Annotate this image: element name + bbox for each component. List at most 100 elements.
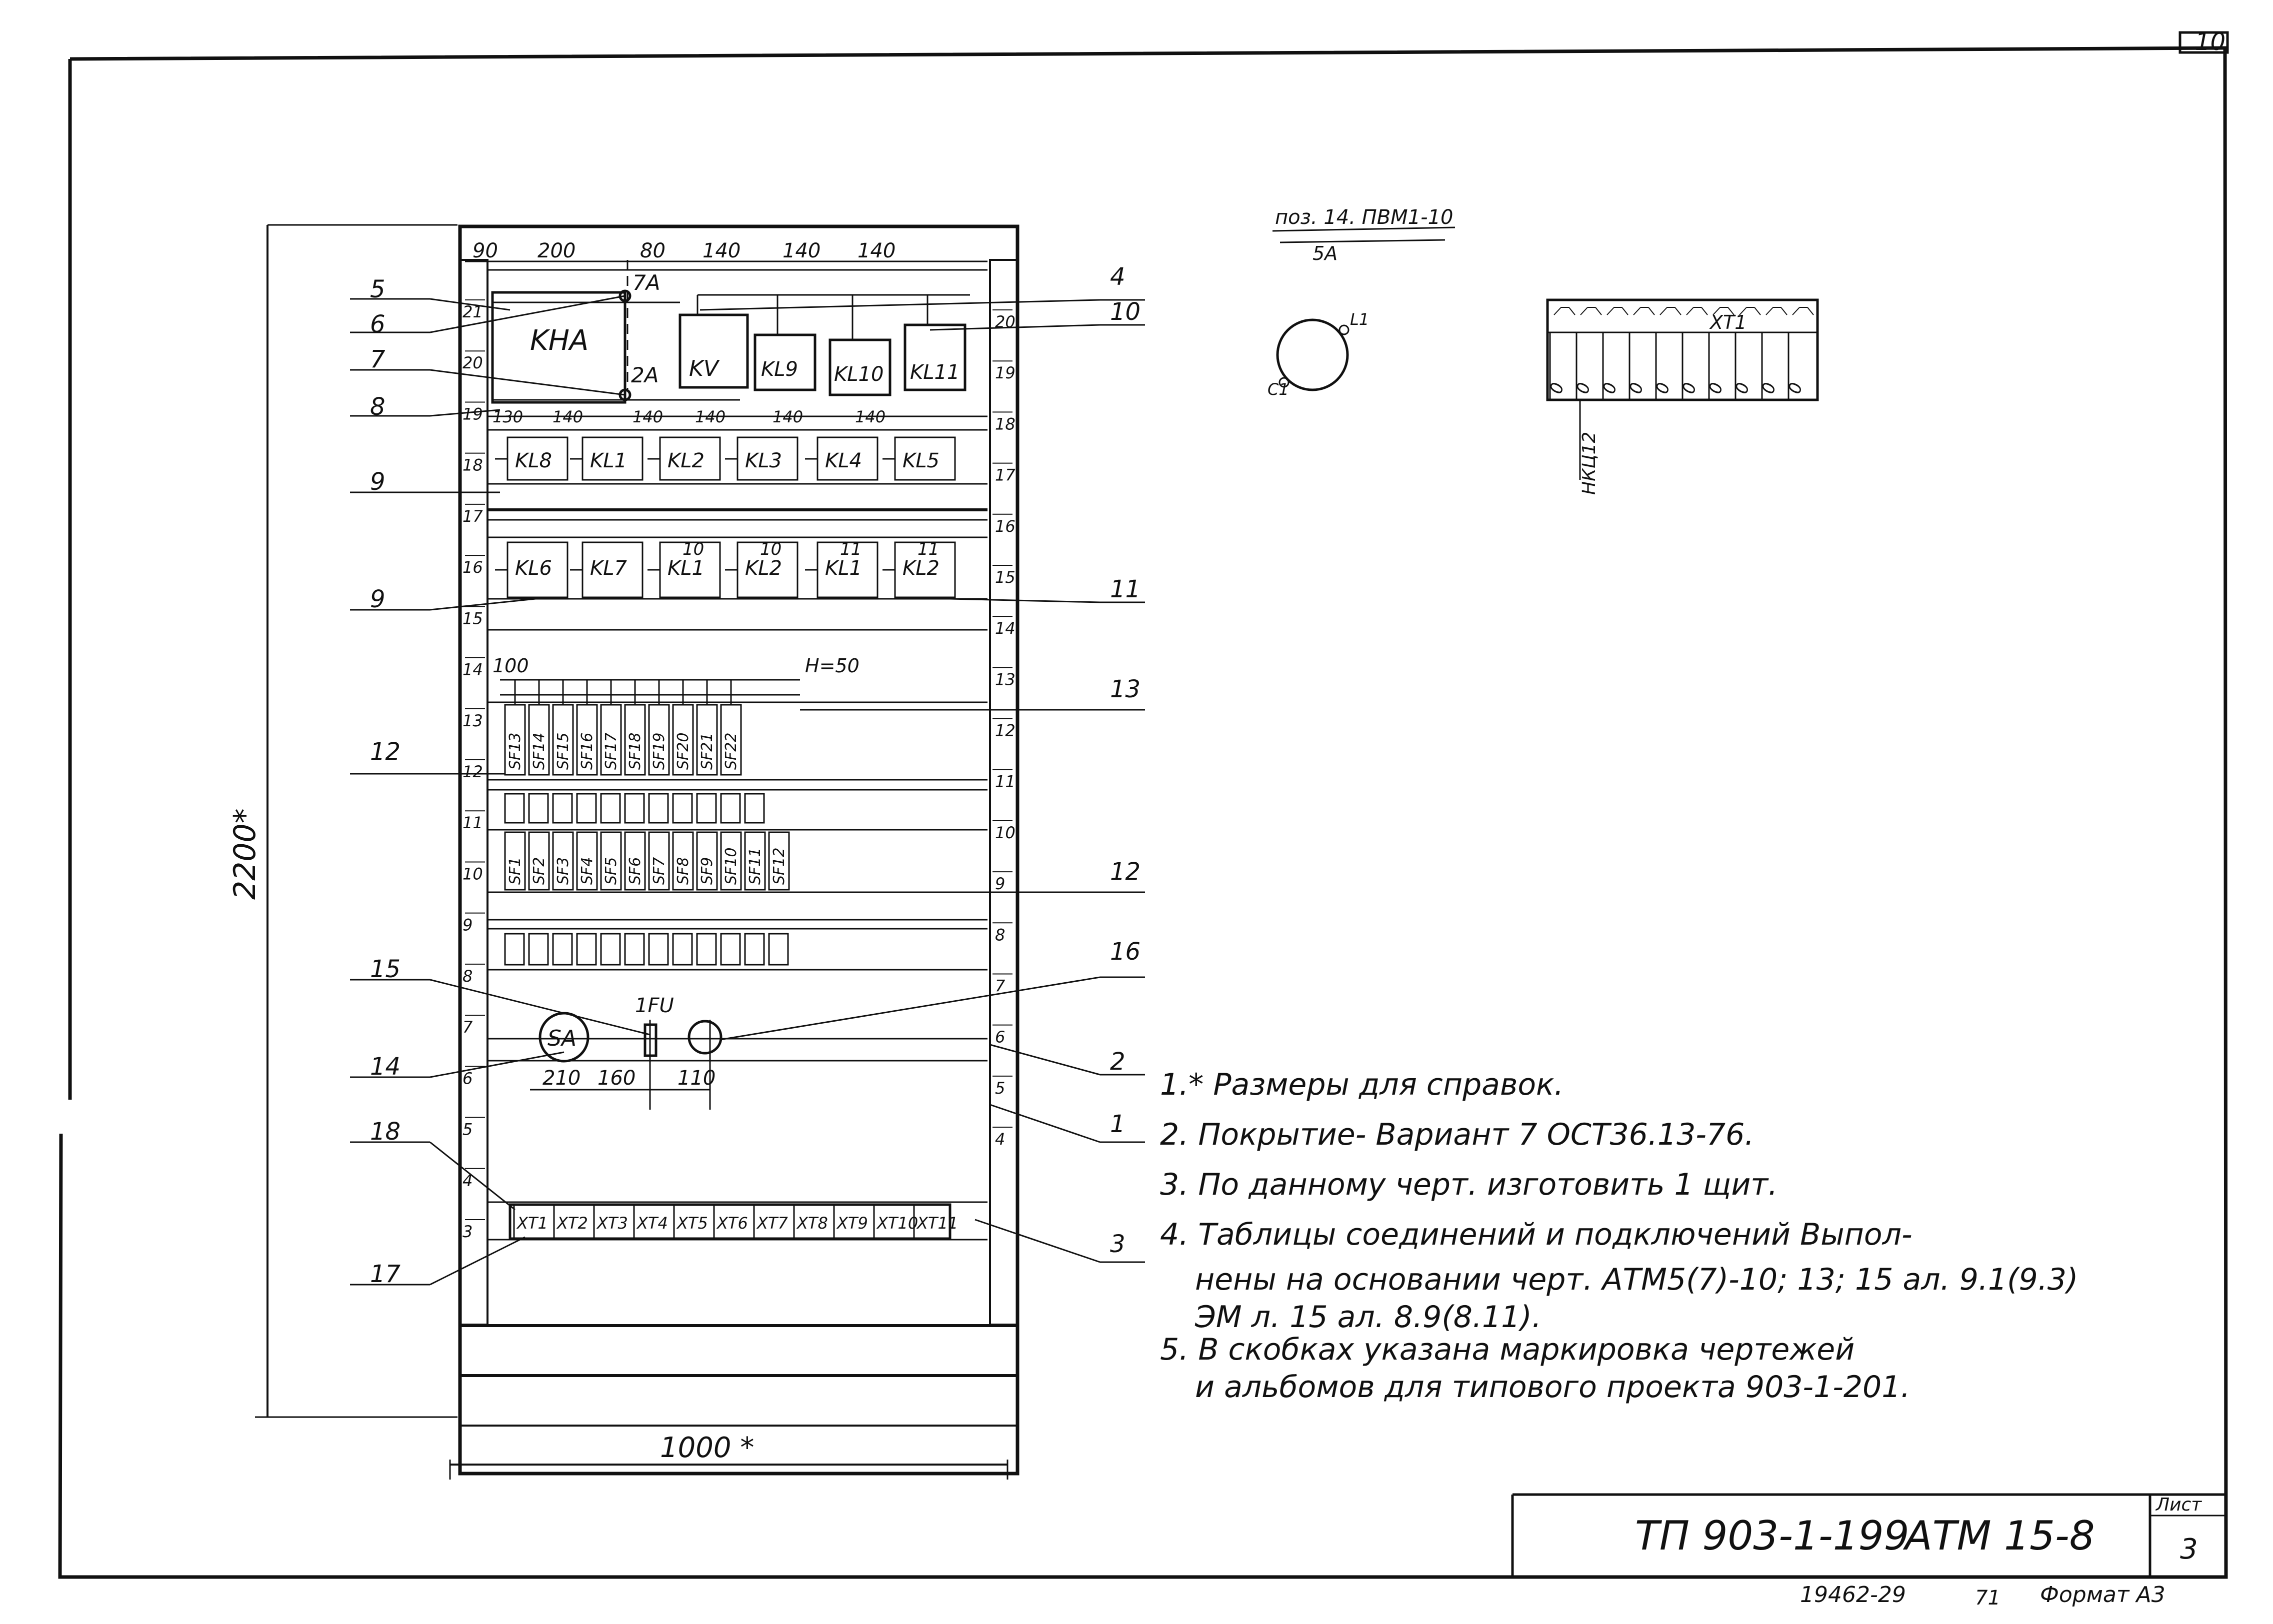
sf-dim-left: 100 [492, 655, 529, 677]
left-rail-number: 16 [462, 558, 483, 577]
terminal-label: XT1 [516, 1214, 548, 1233]
relay-kv-box [678, 313, 749, 389]
right-rail-number: 16 [995, 517, 1016, 536]
breaker-label-row2: SF10 [722, 848, 740, 885]
note-4-cont-2: ЭМ л. 15 ал. 8.9(8.11). [1195, 1300, 1542, 1335]
left-rail-number: 14 [462, 660, 483, 679]
right-rail-number: 9 [995, 874, 1005, 893]
note-5: 5. В скобках указана маркировка чертежей [1160, 1332, 1855, 1367]
breaker-box [696, 831, 718, 891]
right-rail-number: 11 [995, 772, 1016, 791]
left-rail-number: 19 [462, 404, 483, 423]
title-sheet-label: Лист [2155, 1495, 2202, 1515]
right-rail-number: 4 [995, 1130, 1005, 1149]
terminal-label: XT5 [676, 1214, 708, 1233]
left-rail-number: 12 [462, 762, 483, 781]
title-sheet-number: 3 [2180, 1533, 2198, 1566]
note-3: 3. По данному черт. изготовить 1 щит. [1160, 1167, 1778, 1202]
terminal-detail-crest [1739, 307, 1747, 315]
terminal-detail-crest [1648, 307, 1655, 315]
callout-left-leader [430, 979, 650, 1036]
breaker-label-row1: SF15 [554, 733, 572, 770]
breaker-label-row2: SF5 [602, 857, 620, 885]
right-rail-number: 17 [995, 466, 1016, 485]
callout-left-label: 9 [370, 585, 386, 613]
fuse-holder-box [576, 933, 597, 966]
callout-right-label: 16 [1110, 938, 1140, 966]
relay-row2-label: KL4 [825, 449, 862, 472]
breaker-box [624, 831, 646, 891]
terminal-detail-crest [1674, 307, 1682, 315]
breaker-box [552, 831, 574, 891]
callout-left-leader [430, 1236, 526, 1286]
fuse-1fu-box [644, 1023, 658, 1057]
terminal-detail-title: XT1 [1709, 311, 1746, 333]
left-rail-number: 10 [462, 864, 483, 883]
sheet-frame [58, 46, 2228, 1579]
terminal-label: XT10 [876, 1214, 918, 1233]
breaker-label-row2: SF2 [530, 857, 548, 885]
callout-right-label: 11 [1110, 575, 1140, 603]
fuse-holder-box [552, 793, 573, 824]
relay-row3-label: KL1 [668, 557, 704, 580]
terminal-label: XT11 [916, 1214, 958, 1233]
breaker-label-row2: SF1 [506, 857, 524, 885]
breaker-label-row1: SF18 [626, 733, 644, 770]
right-rail-number: 12 [995, 721, 1016, 740]
relay-kl11-box [904, 323, 966, 391]
fuse-holder-box [648, 793, 669, 824]
relay-kl9-label: KL9 [761, 358, 798, 381]
callout-right-label: 1 [1110, 1110, 1126, 1138]
left-rail-number: 17 [462, 507, 483, 526]
footer-inventory-number: 19462-29 [1800, 1582, 1906, 1608]
sheet-corner-number: 10 [2195, 28, 2226, 56]
terminal-label: XT9 [836, 1214, 868, 1233]
callout-left-label: 12 [370, 738, 400, 766]
relay-row3-label: KL6 [515, 557, 552, 580]
fuse-holder-box [504, 793, 525, 824]
right-rail-number: 10 [995, 823, 1016, 842]
callout-left-label: 18 [370, 1118, 400, 1146]
row2-dim-label: 140 [695, 407, 726, 426]
top-dim-label: 80 [640, 239, 666, 262]
row2-dim-label: 140 [632, 407, 663, 426]
relay-row3-label: KL7 [590, 557, 628, 580]
switch-sa-label: SA [548, 1026, 576, 1051]
callout-left-leader [430, 409, 500, 417]
left-rail-number: 15 [462, 609, 483, 628]
relay-kv-label: KV [689, 356, 720, 381]
fuse-holder-box [672, 933, 693, 966]
callout-left-leader [430, 298, 510, 311]
wire-detail-circle [1276, 318, 1349, 391]
left-rail-number: 9 [462, 916, 472, 935]
terminal-label: XT8 [796, 1214, 828, 1233]
relay-kha-box [491, 291, 626, 404]
fuse-holder-box [528, 793, 549, 824]
fuse-holder-box [600, 933, 621, 966]
callout-left-label: 5 [370, 275, 386, 303]
terminal-strip-box [508, 1203, 952, 1240]
relay-row3-top-label: 10 [682, 539, 704, 559]
fuse-holder-box [600, 793, 621, 824]
fuse-holder-box [648, 933, 669, 966]
fuse-holder-box [768, 933, 789, 966]
pin-7a-circle [618, 289, 632, 302]
callout-left-label: 6 [370, 310, 386, 338]
fuse-holder-box [552, 933, 573, 966]
relay-kl10-label: KL10 [834, 363, 884, 386]
callout-left-label: 9 [370, 468, 386, 496]
terminal-label: XT3 [596, 1214, 628, 1233]
left-rail-number: 13 [462, 711, 483, 730]
relay-row3-label: KL2 [745, 557, 782, 580]
callout-left-label: 15 [370, 955, 400, 983]
note-1: 1.* Размеры для справок. [1160, 1067, 1564, 1102]
breaker-label-row2: SF4 [578, 857, 596, 885]
callout-right-leader [720, 976, 1100, 1041]
breaker-box [600, 831, 622, 891]
relay-row2-label: KL3 [745, 449, 782, 472]
fuse-holder-box [624, 933, 645, 966]
relay-row2-label: KL5 [902, 449, 940, 472]
callout-right-leader [930, 324, 1100, 331]
callout-left-label: 17 [370, 1260, 401, 1288]
callout-left-label: 7 [370, 345, 386, 373]
